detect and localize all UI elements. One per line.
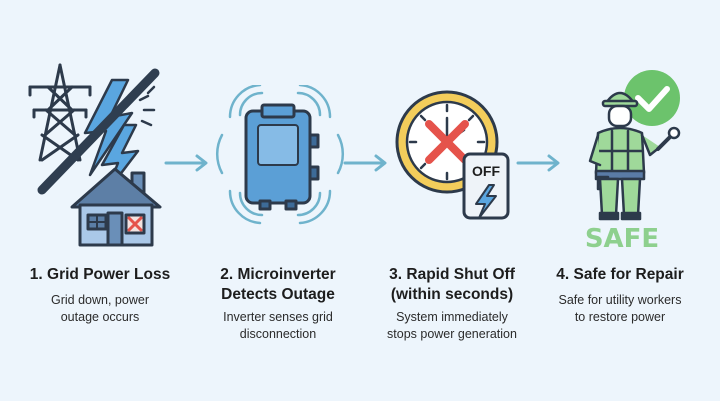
off-switch-icon: OFF [462, 152, 510, 220]
step-3-title-line-2: (within seconds) [390, 286, 514, 303]
microinverter-illustration [215, 85, 345, 225]
step-1-description: Grid down, power outage occurs [15, 292, 185, 326]
step-2-title-line-1: 2. Microinverter [220, 266, 336, 283]
flow-arrow-2 [343, 154, 387, 172]
safe-label: SAFE [585, 224, 659, 254]
step-1-title: 1. Grid Power Loss [29, 266, 171, 283]
step-4-desc-line-2: to restore power [574, 310, 666, 324]
step-1-desc-line-2: outage occurs [60, 310, 140, 324]
microinverter-icon [244, 103, 320, 211]
step-3-title: 3. Rapid Shut Off (within seconds) [367, 265, 537, 305]
step-4-title: 4. Safe for Repair [556, 266, 684, 283]
rapid-shutoff-illustration: OFF [395, 90, 510, 220]
off-switch-label: OFF [472, 163, 500, 179]
safe-repair-illustration: SAFE [585, 70, 681, 254]
step-4-description: Safe for utility workers to restore powe… [535, 292, 705, 326]
power-tower-icon [28, 63, 92, 162]
step-2-title-line-2: Detects Outage [221, 286, 335, 303]
flow-arrow-1 [164, 154, 208, 172]
grid-power-loss-illustration [28, 63, 162, 247]
step-2-description: Inverter senses grid disconnection [193, 309, 363, 343]
step-2-desc-line-1: Inverter senses grid [223, 310, 333, 324]
step-3-title-line-1: 3. Rapid Shut Off [389, 266, 515, 283]
check-icon [624, 70, 680, 126]
step-3-desc-line-1: System immediately [396, 310, 508, 324]
step-3-desc-line-2: stops power generation [387, 327, 517, 341]
signal-waves-icon [215, 85, 345, 225]
worker-icon [588, 91, 681, 221]
step-4-desc-line-1: Safe for utility workers [558, 293, 682, 307]
flow-arrow-3 [516, 154, 560, 172]
house-icon [70, 167, 162, 247]
step-1-desc-line-1: Grid down, power [51, 293, 149, 307]
step-3-description: System immediately stops power generatio… [367, 309, 537, 343]
step-2-desc-line-2: disconnection [239, 327, 317, 341]
step-2-title: 2. Microinverter Detects Outage [193, 265, 363, 305]
cross-out-line [37, 68, 160, 195]
